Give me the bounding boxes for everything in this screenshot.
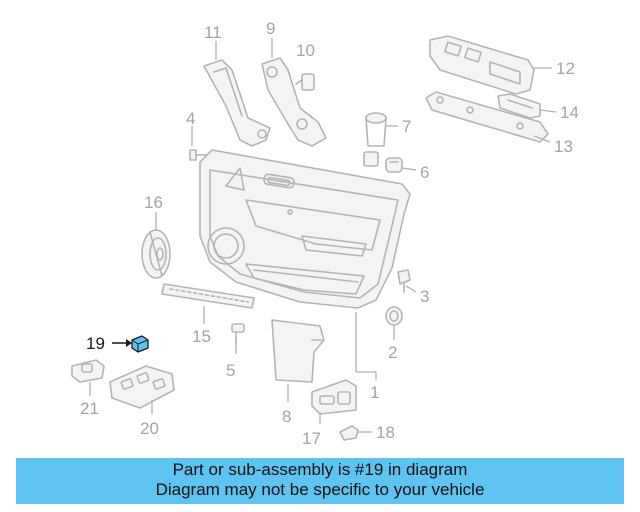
- part-6-lamp: [385, 157, 403, 173]
- part-20-window-switch: [109, 365, 175, 409]
- callout-17: 17: [302, 429, 321, 448]
- callout-1: 1: [370, 383, 379, 402]
- part-19-connector: [131, 335, 149, 353]
- leader-13: [533, 135, 551, 143]
- part-21-switch: [71, 359, 105, 383]
- callout-4: 4: [186, 109, 195, 128]
- banner-line-1: Part or sub-assembly is #19 in diagram: [172, 460, 468, 479]
- callout-18: 18: [376, 423, 395, 442]
- part-14-switch: [497, 93, 541, 119]
- callout-7: 7: [402, 117, 411, 136]
- part-1-door-trim-panel: [199, 149, 411, 309]
- part-10-clip: [295, 73, 315, 91]
- callout-13: 13: [554, 137, 573, 156]
- banner-line-2: Diagram may not be specific to your vehi…: [155, 480, 485, 499]
- callout-12: 12: [556, 59, 575, 78]
- part-5-screw: [231, 323, 245, 345]
- leader-6: [401, 167, 417, 171]
- part-18-bulb: [339, 425, 359, 441]
- info-banner: Part or sub-assembly is #19 in diagram D…: [16, 458, 624, 504]
- callout-11: 11: [204, 23, 222, 42]
- part-9-handle-bracket: [261, 57, 327, 147]
- callout-5: 5: [226, 361, 235, 380]
- callout-9: 9: [266, 19, 275, 38]
- part-3-clip: [397, 269, 411, 293]
- callout-19: 19: [86, 334, 105, 353]
- callout-3: 3: [420, 287, 429, 306]
- part-11-pull-handle: [203, 59, 271, 147]
- callout-20: 20: [140, 419, 159, 438]
- callout-6: 6: [420, 163, 429, 182]
- part-15-weatherstrip: [161, 283, 255, 309]
- callout-2: 2: [388, 343, 397, 362]
- part-2-grommet: [385, 306, 403, 326]
- part-17-handle-housing: [311, 379, 357, 415]
- callout-8: 8: [282, 407, 291, 426]
- part-7-lamp-socket: [363, 112, 387, 167]
- part-13-switch-bezel: [425, 91, 549, 143]
- parts-diagram: 11 9 10 4 12 13 14: [71, 19, 579, 448]
- leader-14: [539, 109, 557, 113]
- leader-3: [405, 285, 417, 293]
- part-16-speaker: [141, 229, 171, 279]
- callout-10: 10: [296, 41, 315, 60]
- callout-16: 16: [144, 193, 163, 212]
- part-12-switch-panel: [429, 35, 535, 95]
- part-8-trim-cover: [271, 319, 325, 383]
- callout-14: 14: [560, 103, 579, 122]
- callout-21: 21: [80, 399, 99, 418]
- callout-15: 15: [192, 327, 211, 346]
- arrow-19: [126, 339, 132, 347]
- part-4-screw: [189, 149, 207, 161]
